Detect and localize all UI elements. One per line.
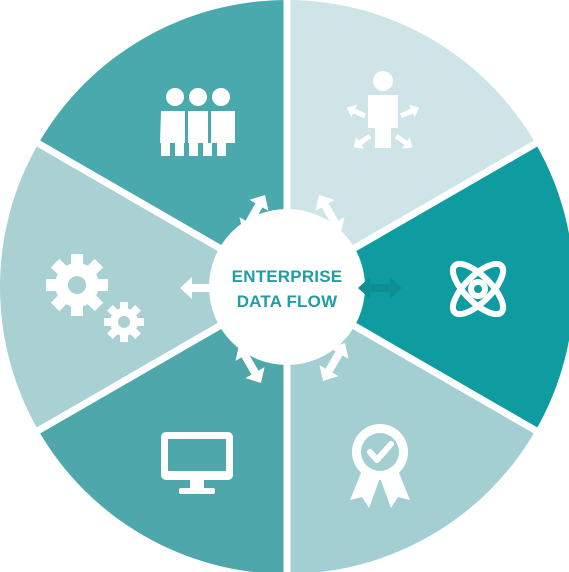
segment-data-science[interactable]	[287, 143, 569, 431]
segment-settings[interactable]	[0, 143, 287, 431]
gears-icon	[46, 254, 144, 342]
segment-computer[interactable]	[38, 287, 287, 572]
user-arrows-icon	[343, 71, 423, 154]
atom-eye-icon	[449, 260, 507, 318]
award-badge-icon	[350, 424, 410, 508]
center-title-line1: ENTERPRISE	[232, 267, 343, 286]
segment-quality[interactable]	[287, 287, 536, 572]
people-group-icon	[160, 88, 235, 156]
center-hub	[209, 209, 365, 365]
monitor-icon	[161, 432, 233, 494]
center-title-line2: DATA FLOW	[237, 292, 338, 311]
